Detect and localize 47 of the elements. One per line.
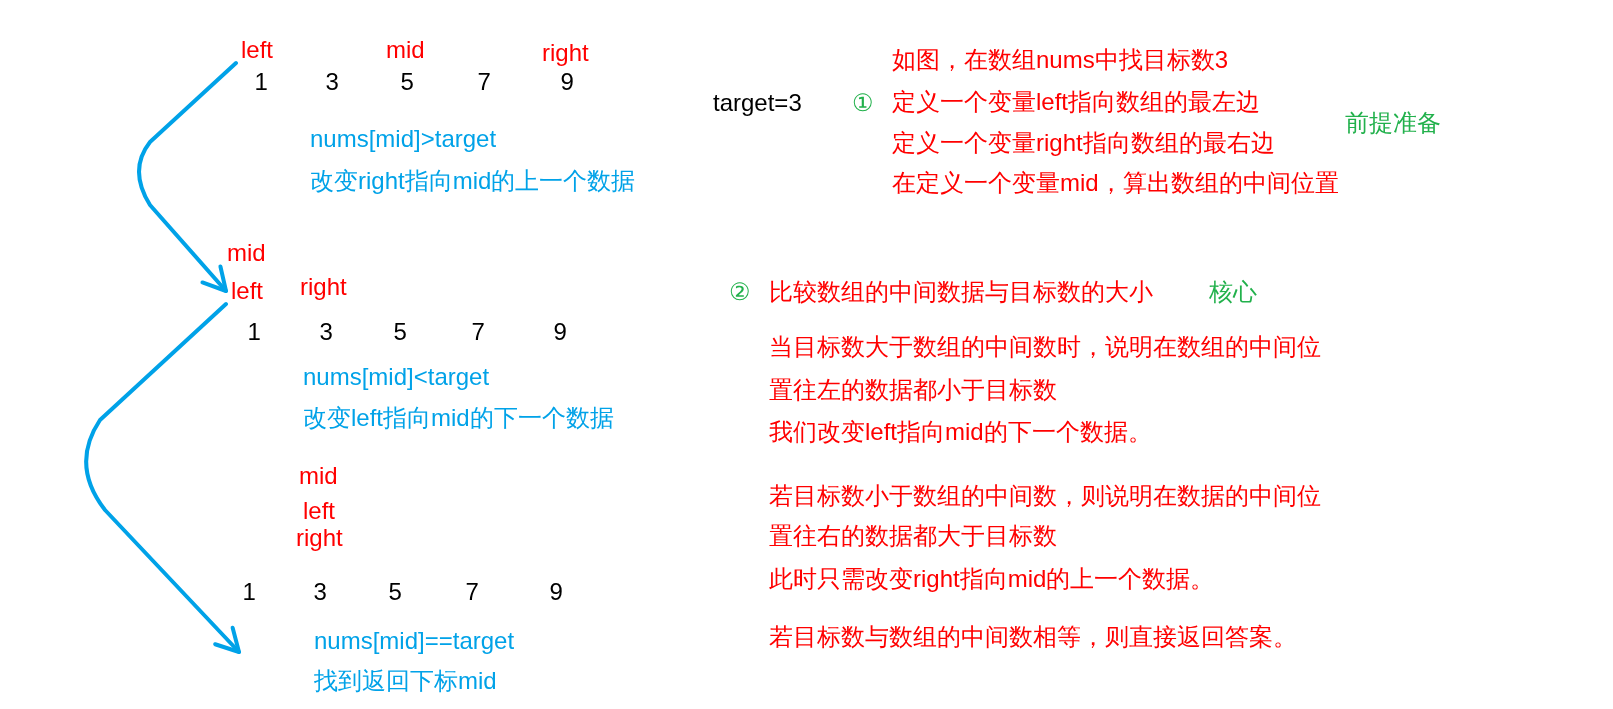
step-note: 改变left指向mid的下一个数据 <box>303 405 614 431</box>
step-note: 改变right指向mid的上一个数据 <box>310 168 636 194</box>
condition-text: nums[mid]==target <box>314 628 515 654</box>
array-value: 3 <box>325 69 339 95</box>
step-number: ② <box>729 279 751 305</box>
section-tag: 核心 <box>1209 279 1257 305</box>
explanation-text: 若目标数小于数组的中间数，则说明在数据的中间位置往右的数据都大于目标数 <box>769 481 1322 551</box>
array-value: 7 <box>471 319 485 345</box>
pointer-label: mid <box>227 240 266 266</box>
explanation-text: 我们改变left指向mid的下一个数据。 <box>769 419 1152 445</box>
array-value: 3 <box>313 579 327 605</box>
section-tag: 前提准备 <box>1345 110 1441 136</box>
explanation-text: 在定义一个变量mid，算出数组的中间位置 <box>892 170 1339 196</box>
explanation-text: 当目标数大于数组的中间数时，说明在数组的中间位置往左的数据都小于目标数 <box>769 331 1322 405</box>
pointer-label: mid <box>299 463 338 489</box>
target-value: target=3 <box>713 90 802 116</box>
explanation-text: 定义一个变量right指向数组的最右边 <box>892 130 1275 156</box>
explanation-text: 定义一个变量left指向数组的最左边 <box>892 89 1260 115</box>
array-value: 1 <box>242 579 256 605</box>
array-value: 7 <box>465 579 479 605</box>
array-value: 5 <box>388 579 402 605</box>
explanation-text: 比较数组的中间数据与目标数的大小 <box>769 279 1153 305</box>
array-value: 3 <box>319 319 333 345</box>
array-value: 5 <box>393 319 407 345</box>
pointer-label: right <box>296 525 343 551</box>
pointer-label: right <box>542 40 589 66</box>
array-value: 5 <box>400 69 414 95</box>
array-value: 9 <box>560 69 574 95</box>
explanation-text: 如图，在数组nums中找目标数3 <box>892 47 1229 73</box>
array-value: 1 <box>247 319 261 345</box>
step-number: ① <box>852 90 874 116</box>
pointer-label: mid <box>386 37 425 63</box>
condition-text: nums[mid]>target <box>310 126 497 152</box>
array-value: 7 <box>477 69 491 95</box>
array-value: 9 <box>553 319 567 345</box>
condition-text: nums[mid]<target <box>303 364 490 390</box>
pointer-label: left <box>226 278 268 304</box>
curved-arrow <box>137 61 238 293</box>
array-value: 1 <box>254 69 268 95</box>
pointer-label: right <box>300 274 347 300</box>
array-value: 9 <box>549 579 563 605</box>
pointer-label: left <box>303 498 335 524</box>
step-note: 找到返回下标mid <box>314 668 497 694</box>
explanation-text: 此时只需改变right指向mid的上一个数据。 <box>769 566 1215 592</box>
pointer-label: left <box>236 37 278 63</box>
curved-arrow <box>84 302 241 654</box>
explanation-text: 若目标数与数组的中间数相等，则直接返回答案。 <box>769 624 1297 650</box>
